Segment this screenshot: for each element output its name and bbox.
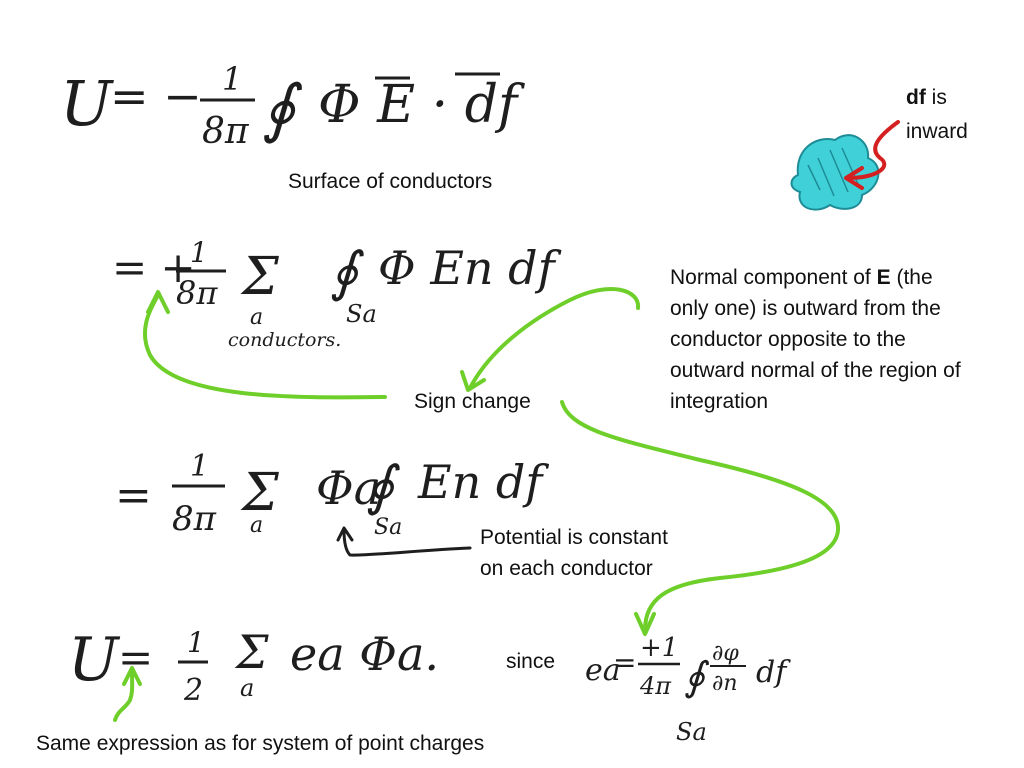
black-arrowhead bbox=[336, 526, 354, 542]
eq2-sum-sub: a bbox=[250, 305, 263, 330]
eq5-partial-num: ∂φ bbox=[712, 641, 739, 666]
eq2-oint-sub: Sa bbox=[346, 300, 377, 328]
eq5-oint: ∮ bbox=[684, 654, 710, 700]
eq5-partial-den: ∂n bbox=[712, 671, 738, 696]
conductor-blob bbox=[790, 134, 880, 211]
normal-line-4: outward normal of the region of bbox=[670, 359, 961, 382]
potential-line-1: Potential is constant bbox=[480, 526, 668, 549]
conductor-hatching bbox=[807, 147, 859, 197]
normal-line-1b: (the bbox=[890, 266, 933, 289]
eq5-lhs: ea bbox=[585, 653, 621, 688]
surface-label: Surface of conductors bbox=[288, 170, 493, 193]
eq3-eq: = bbox=[115, 470, 152, 521]
eq3-body: En df bbox=[417, 455, 549, 509]
eq2-den: 8π bbox=[176, 274, 218, 312]
eq5-den: 4π bbox=[639, 672, 672, 700]
green-arrow-sign-to-plus1 bbox=[560, 400, 841, 632]
green-arrow-same-to-eq bbox=[113, 670, 135, 722]
eq4-sum: Σ bbox=[234, 625, 269, 679]
eq5-df: df bbox=[756, 655, 791, 690]
normal-line-1a: Normal component of bbox=[670, 266, 877, 289]
df-label-line1: df is bbox=[906, 82, 947, 113]
black-annotation bbox=[336, 526, 472, 557]
normal-line-1: Normal component of E (the bbox=[670, 262, 1015, 293]
equation-2: = + 1 8π Σ a conductors. ∮ Sa Φ En df bbox=[112, 236, 562, 351]
eq3-oint-sub: Sa bbox=[374, 515, 402, 540]
equation-5: ea = +1 4π ∮ Sa ∂φ ∂n df bbox=[585, 633, 791, 746]
green-arrow-sign-to-plus bbox=[142, 293, 387, 400]
eq2-eq: = + bbox=[112, 243, 196, 292]
eq3-sum: Σ bbox=[240, 463, 279, 523]
eq2-num: 1 bbox=[190, 236, 208, 269]
eq2-body: Φ En df bbox=[378, 241, 562, 295]
green-arrow-note-to-sign bbox=[468, 286, 641, 390]
eq5-num: +1 bbox=[640, 633, 678, 663]
eq1-body: Φ E · df bbox=[318, 75, 525, 135]
eq4-body: ea Φa. bbox=[290, 627, 439, 681]
equation-3: = 1 8π Σ a Φa ∮ Sa En df bbox=[115, 449, 549, 540]
eq4-lhs: U bbox=[68, 625, 121, 695]
eq4-sum-sub: a bbox=[240, 674, 254, 702]
green-arrowhead-sign bbox=[460, 370, 486, 392]
df-bold: df bbox=[906, 86, 926, 109]
eq1-den: 8π bbox=[202, 111, 250, 152]
since-label: since bbox=[506, 650, 556, 673]
eq3-phi: Φa bbox=[316, 461, 381, 515]
eq1-oint: ∮ bbox=[262, 72, 303, 146]
eq3-num: 1 bbox=[190, 449, 209, 484]
normal-component-note: Normal component of E (the only one) is … bbox=[670, 262, 1015, 417]
black-arrow-shaft bbox=[342, 528, 472, 557]
eq5-oint-sub: Sa bbox=[676, 718, 707, 746]
green-arrowhead-eq bbox=[122, 666, 142, 686]
normal-line-5: integration bbox=[670, 390, 769, 413]
eq2-sum: Σ bbox=[240, 247, 279, 307]
eq1-num: 1 bbox=[222, 60, 242, 98]
eq1-lhs: U bbox=[60, 67, 114, 140]
eq2-sum-note: conductors. bbox=[228, 329, 341, 351]
eq4-num: 1 bbox=[187, 626, 205, 659]
equation-1: U = − 1 8π ∮ Φ E · df bbox=[60, 60, 525, 152]
potential-note: Potential is constant on each conductor bbox=[480, 522, 668, 584]
eq3-oint: ∮ bbox=[366, 454, 400, 517]
eq2-oint: ∮ bbox=[330, 240, 364, 303]
equation-4: U = 1 2 Σ a ea Φa. bbox=[68, 625, 439, 708]
eq3-sum-sub: a bbox=[250, 513, 263, 538]
same-expression-label: Same expression as for system of point c… bbox=[36, 732, 485, 755]
eq1-eq: = − bbox=[110, 69, 202, 123]
eq3-den: 8π bbox=[172, 499, 217, 539]
red-arrow-shaft bbox=[846, 120, 900, 180]
red-arrow-head bbox=[844, 166, 864, 190]
green-annotations bbox=[113, 286, 841, 722]
normal-line-2: only one) is outward from the bbox=[670, 297, 941, 320]
conductor-sketch bbox=[790, 120, 900, 211]
sign-change-label: Sign change bbox=[414, 390, 531, 413]
normal-line-1-bold: E bbox=[876, 266, 891, 289]
normal-line-3: conductor opposite to the bbox=[670, 328, 906, 351]
eq5-eq: = bbox=[613, 646, 636, 679]
green-arrowhead-plus bbox=[146, 290, 170, 314]
df-label-line2: inward bbox=[906, 120, 968, 143]
eq4-den: 2 bbox=[183, 673, 203, 708]
green-arrowhead-plus1 bbox=[634, 612, 656, 636]
potential-line-2: on each conductor bbox=[480, 557, 653, 580]
df-is: is bbox=[925, 86, 947, 109]
